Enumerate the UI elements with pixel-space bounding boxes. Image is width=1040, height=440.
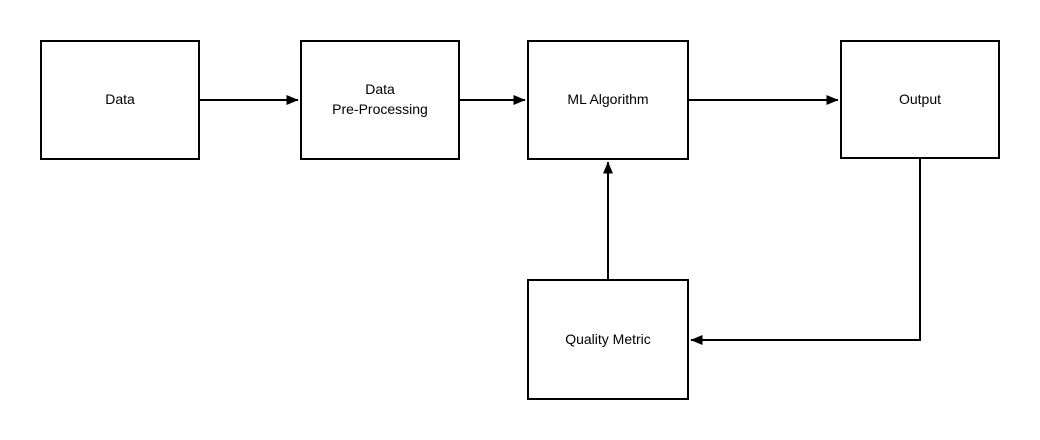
- node-data-pre-processing-label: Data Pre-Processing: [332, 81, 428, 117]
- node-data-pre-processing: Data Pre-Processing: [300, 40, 460, 160]
- node-quality-metric-label: Quality Metric: [565, 330, 651, 347]
- node-output-label: Output: [898, 90, 942, 107]
- node-data: Data: [40, 40, 200, 160]
- node-data-label: Data: [105, 91, 135, 108]
- node-output: Output: [840, 40, 1000, 159]
- node-quality-metric: Quality Metric: [527, 279, 689, 400]
- node-ml-algorithm: ML Algorithm: [527, 40, 689, 160]
- node-ml-algorithm-label: ML Algorithm: [567, 91, 649, 108]
- arrow-output-to-quality-metric: [690, 159, 921, 345]
